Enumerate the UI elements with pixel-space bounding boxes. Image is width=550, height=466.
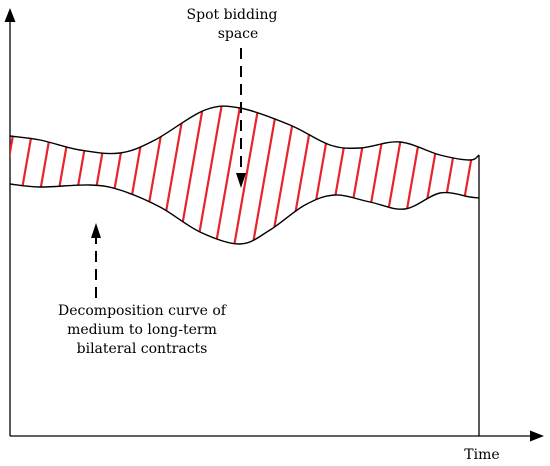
hatch-stroke [10,106,40,245]
spot-bidding-label-line2: space [218,26,259,42]
hatch-stroke [157,106,188,245]
decomposition-label-line1: Decomposition curve of [58,303,228,319]
hatch-stroke [323,106,355,245]
hatch-stroke [194,106,225,245]
hatch-stroke [453,106,479,245]
hatch-stroke [397,106,429,245]
x-axis-arrow [530,430,544,442]
hatch-stroke [471,106,479,245]
decomposition-curve [9,183,480,245]
axes [4,8,544,442]
spot-bidding-hatch [10,106,479,245]
decomposition-arrow [91,223,101,298]
y-axis-arrow [4,8,16,22]
hatch-stroke [212,106,244,245]
decomposition-label-line2: medium to long-term [67,322,217,338]
hatch-stroke [27,106,59,245]
hatch-stroke [249,106,281,245]
spot-bidding-label-line1: Spot bidding [187,7,278,23]
arrow-head-up [91,223,101,238]
hatch-stroke [46,106,77,245]
hatch-stroke [379,106,410,245]
hatch-stroke [64,106,96,245]
spot-bidding-arrow [236,48,246,188]
hatch-stroke [342,106,373,245]
upper-load-curve [9,105,480,161]
hatch-stroke [231,106,262,245]
decomposition-label-line3: bilateral contracts [77,341,208,357]
hatch-stroke [286,106,318,245]
arrow-head-down [236,173,246,188]
hatch-stroke [101,106,133,245]
hatch-stroke [416,106,447,245]
x-axis-label: Time [464,447,499,463]
hatch-stroke [138,106,170,245]
hatch-stroke [120,106,151,245]
hatch-stroke [305,106,336,245]
hatch-stroke [360,106,392,245]
hatch-stroke [434,106,466,245]
